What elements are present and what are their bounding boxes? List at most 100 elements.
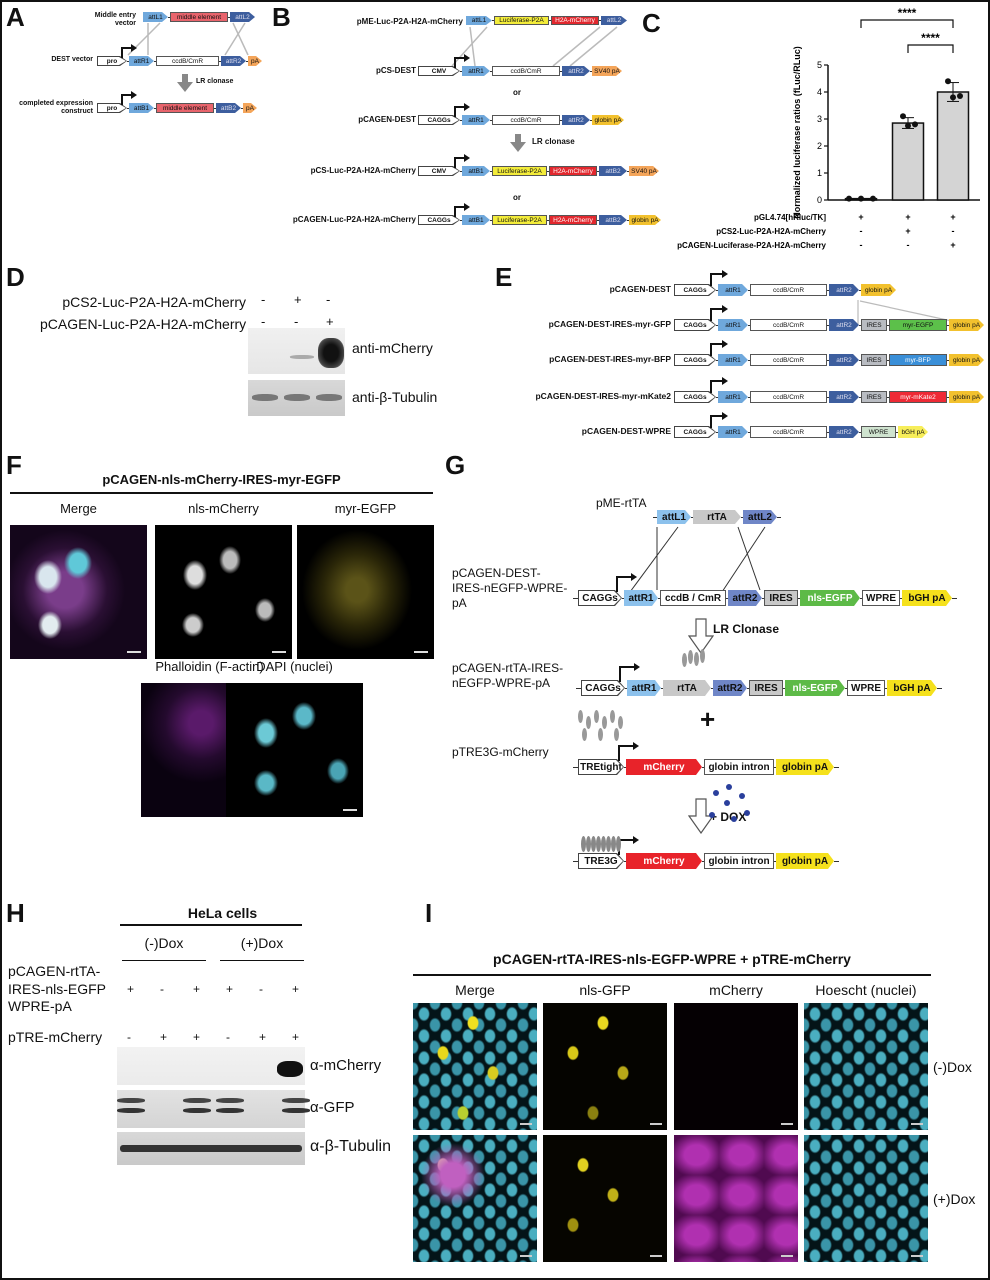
data-point <box>957 93 963 100</box>
backbone-line <box>168 16 170 18</box>
condition-sign: + <box>259 1030 267 1044</box>
part-ccdb-cmr: ccdB / CmR <box>660 590 726 606</box>
backbone-line <box>127 107 129 109</box>
part-label: mCherry <box>643 761 685 773</box>
micrograph-egfp <box>297 525 434 659</box>
promoter-arrow-icon <box>454 154 470 168</box>
blot-anti-mcherry <box>248 328 345 374</box>
plus-sign: + <box>700 704 716 734</box>
promoter-arrow-icon <box>710 340 727 356</box>
micrograph-hoescht-nuclei-dox <box>804 1003 928 1130</box>
part-label: globin pA <box>631 216 659 224</box>
part-attb2: attB2 <box>599 166 627 176</box>
backbone-line <box>845 687 847 689</box>
or-label: or <box>513 88 521 97</box>
promoter-caggs: CAGGs <box>578 590 622 606</box>
part-label: ccdB/CmR <box>510 67 542 75</box>
rtta-protein-icon <box>700 649 705 663</box>
rtta-protein-icon <box>594 710 599 723</box>
panel-title: HeLa cells <box>187 905 258 921</box>
scale-bar <box>911 1123 923 1125</box>
column-label: Hoescht (nuclei) <box>815 982 917 998</box>
part-label: attR1 <box>725 286 741 294</box>
part-attr2: attR2 <box>728 590 762 606</box>
blot-label: anti-mCherry <box>352 340 433 356</box>
construct-label: pTRE3G-mCherry <box>452 745 549 759</box>
backbone-line <box>748 289 750 291</box>
part-myr-egfp: myr-EGFP <box>889 319 947 331</box>
rtta-protein-icon <box>582 728 587 741</box>
promoter-body: pro <box>98 104 126 112</box>
construct-label: pCAGEN-DEST-IRES-nEGFP-WPRE-pA <box>452 566 568 610</box>
dox-molecule-icon <box>724 800 730 806</box>
image-label: myr-EGFP <box>334 501 397 516</box>
part-label: nls-EGFP <box>807 592 853 604</box>
backbone-line <box>774 860 776 862</box>
micrograph-mcherry <box>155 525 292 659</box>
condition-sign: - <box>294 314 299 329</box>
scale-bar <box>781 1255 793 1257</box>
part-label: WPRE <box>866 592 896 604</box>
condition-label: pCS2-Luc-P2A-H2A-mCherry <box>716 227 826 236</box>
group-label: (-)Dox <box>144 935 184 951</box>
rtta-protein-icon <box>614 728 619 741</box>
condition-sign: - <box>326 292 331 307</box>
backbone-line <box>748 431 750 433</box>
band <box>252 394 278 401</box>
image-label: Merge <box>60 501 97 516</box>
band <box>284 394 310 401</box>
part-mcherry: mCherry <box>626 853 702 869</box>
part-bgh-pa: bGH pA <box>898 426 928 438</box>
condition-sign: - <box>952 226 955 236</box>
part-label: globin pA <box>781 855 829 867</box>
backbone-line <box>947 359 949 361</box>
promoter-arrow-icon <box>618 741 639 761</box>
condition-label: pCAGEN-Luciferase-P2A-H2A-mCherry <box>677 241 826 250</box>
data-point <box>945 78 951 85</box>
rtta-protein-icon <box>598 728 603 741</box>
part-label: SV40 pA <box>631 167 657 175</box>
part-label: attB1 <box>468 167 484 175</box>
backbone-line <box>560 119 562 121</box>
band <box>183 1098 211 1103</box>
part-attl1: attL1 <box>657 510 691 524</box>
part-label: attR2 <box>836 428 852 436</box>
data-point <box>905 122 911 129</box>
part-attr1: attR1 <box>129 56 154 66</box>
y-axis-label: Normalized luciferase ratios (fLuc/RLuc) <box>792 46 802 219</box>
part-label: globin pA <box>864 286 893 294</box>
rtta-protein-icon <box>694 652 699 666</box>
backbone-line <box>702 860 704 862</box>
part-label: bGH pA <box>908 592 946 604</box>
backbone-line <box>490 119 492 121</box>
panel-i-letter: I <box>425 898 433 928</box>
part-label: rtTA <box>677 682 697 694</box>
part-label: attR1 <box>631 682 657 694</box>
part-label: attR1 <box>725 321 741 329</box>
rtta-protein-icon <box>602 716 607 729</box>
promoter-body: CAGGs <box>675 320 715 330</box>
backbone-line <box>490 70 492 72</box>
backbone-line <box>762 597 764 599</box>
part-globin-pa: globin pA <box>776 853 834 869</box>
promoter-caggs: CAGGs <box>674 391 716 403</box>
blot-label: α-GFP <box>310 1099 355 1116</box>
part-label: H2A-mCherry <box>555 17 595 24</box>
part-label: globin pA <box>952 321 981 329</box>
y-tick-label: 3 <box>817 114 822 124</box>
part-ccdb-cmr: ccdB/CmR <box>492 115 560 125</box>
band <box>216 1108 244 1113</box>
promoter-arrow-icon <box>710 270 727 286</box>
part-label: CAGGs <box>427 216 451 224</box>
construct-label: pCAGEN-DEST-WPRE <box>581 426 671 436</box>
backbone-line <box>154 60 156 62</box>
part-label: middle element <box>176 13 222 21</box>
part-label: ccdB/CmR <box>772 393 805 401</box>
backbone-line <box>460 170 462 172</box>
panel-a-letter: A <box>6 2 25 32</box>
rtta-protein-icon <box>586 716 591 729</box>
